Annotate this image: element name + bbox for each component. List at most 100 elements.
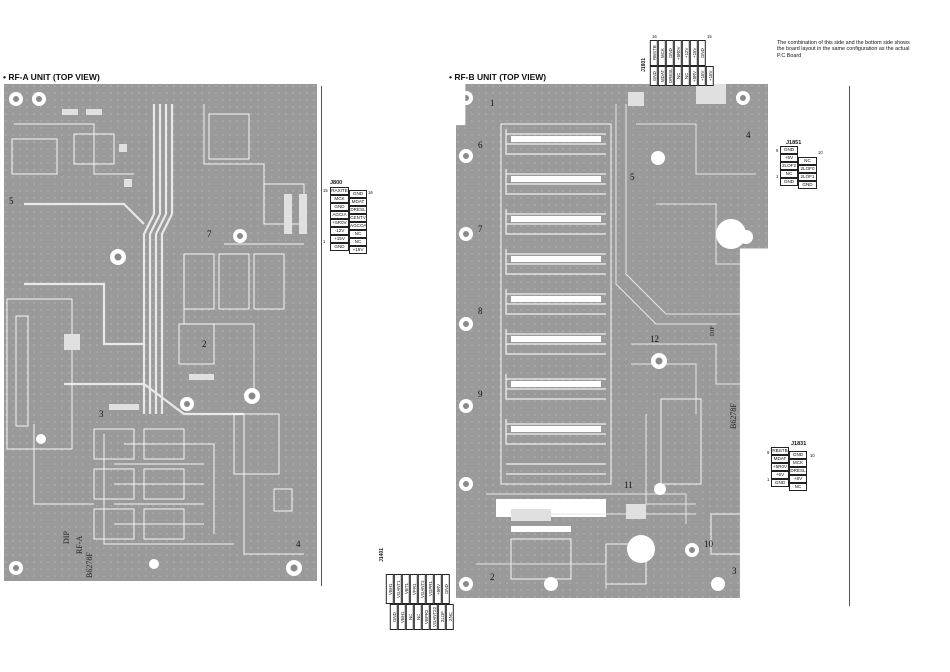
j1851-pin-left: 2LOF2 bbox=[780, 162, 798, 170]
rf-b-number-11: 11 bbox=[624, 480, 633, 490]
rf-b-board: B6278F RF-B DIP 1 2 3 4 5 6 7 8 9 10 11 … bbox=[456, 84, 768, 598]
j1851-pin-9: 9 bbox=[776, 148, 779, 153]
rf-b-number-9: 9 bbox=[478, 389, 483, 399]
j1831-pin-right: NC bbox=[789, 483, 807, 491]
rf-a-number-4: 4 bbox=[296, 539, 301, 549]
rf-b-number-14: 14 bbox=[830, 279, 839, 289]
j1401-pin-top: VGANT2 bbox=[418, 574, 426, 604]
j1801-pin-bottom: MDAT bbox=[658, 66, 666, 86]
j800-label: J800 bbox=[330, 180, 343, 186]
j1401-label: J1401 bbox=[379, 548, 385, 562]
rf-a-unit-title: • RF-A UNIT (TOP VIEW) bbox=[3, 72, 100, 82]
j1401-pin-top: VGANT1 bbox=[394, 574, 402, 604]
rf-a-trace-layer bbox=[4, 84, 317, 581]
j800-pin-right: +15V bbox=[349, 246, 367, 254]
j800-pin-right: MDAT bbox=[349, 198, 367, 206]
rf-a-board: RF-A B6278F DIP 2 3 4 5 7 bbox=[4, 84, 317, 581]
j1831-label: J1831 bbox=[791, 441, 807, 447]
rf-b-ruler bbox=[849, 86, 850, 606]
rf-a-silk-code: B6278F bbox=[85, 552, 94, 578]
j1401-pin-bottom: VBH1 bbox=[398, 604, 406, 630]
rf-b-number-3: 3 bbox=[732, 566, 737, 576]
rf-b-number-10: 10 bbox=[704, 539, 713, 549]
j1801-pin-top: RBSTB bbox=[650, 40, 658, 66]
j1801-pin-bottom: +15V bbox=[706, 66, 714, 86]
j1851-pin-10: 10 bbox=[818, 150, 823, 155]
j1851-pin-right: 2LOF1 bbox=[798, 173, 817, 181]
j1401-pin-top: VBT1 bbox=[402, 574, 410, 604]
j1831-pin-9: 9 bbox=[767, 450, 770, 455]
j1801-pin-top: GND bbox=[698, 40, 706, 66]
j1831-pin-right: MCK bbox=[789, 459, 807, 467]
j1401-pin-bottom: NC bbox=[414, 604, 422, 630]
j800-pin-right: NC bbox=[349, 230, 367, 238]
rf-b-number-7: 7 bbox=[478, 224, 483, 234]
j800-pin-right: CENTV bbox=[349, 214, 367, 222]
j800-pin-left: MCK bbox=[330, 195, 349, 203]
j1801-pin-15: 15 bbox=[707, 34, 712, 39]
rf-a-number-3: 3 bbox=[99, 409, 104, 419]
j1851-pin-right: NC bbox=[798, 157, 817, 165]
j1851-pin-left: +5V bbox=[780, 154, 798, 162]
j1851-pin-right: 2LOF0 bbox=[798, 165, 817, 173]
j1831-pin-left: GND bbox=[771, 479, 789, 487]
rf-b-unit-title: • RF-B UNIT (TOP VIEW) bbox=[449, 72, 547, 82]
rf-b-number-4: 4 bbox=[746, 130, 751, 140]
j800-pin-left: GND bbox=[330, 243, 349, 251]
rf-b-number-2: 2 bbox=[490, 572, 495, 582]
rf-b-number-12: 12 bbox=[650, 334, 659, 344]
j800-pin-left: -12V bbox=[330, 227, 349, 235]
j1851-label: J1851 bbox=[786, 140, 802, 146]
board-layout-note: The combination of this side and the bot… bbox=[777, 40, 910, 59]
j1401-pin-top: GND bbox=[442, 574, 450, 604]
j800-pin-1: 1 bbox=[323, 239, 326, 244]
j1851-pin-left: NC bbox=[780, 170, 798, 178]
j800-pin-right: NC bbox=[349, 238, 367, 246]
j800-pin-right: GND bbox=[349, 190, 367, 198]
j1831-pin-right: DRESL bbox=[789, 467, 807, 475]
j1801-pin-bottom: +15V bbox=[698, 66, 706, 86]
rf-b-silk-code: B6278F bbox=[729, 403, 738, 429]
j800-pin-left: AGCIA bbox=[330, 211, 349, 219]
j1801-pin-16: 16 bbox=[652, 34, 657, 39]
j1801-pin-bottom: +5RV bbox=[690, 66, 698, 86]
j1851-pin-right: GND bbox=[798, 181, 817, 189]
j1801-pin-bottom: NC bbox=[682, 66, 690, 86]
j1801-pin-top: +5R0V bbox=[674, 40, 682, 66]
rf-b-silk-dip: DIP bbox=[710, 326, 716, 336]
j1831-pin-left: RBSTB bbox=[771, 447, 789, 455]
j1401-pin-top: +5RV bbox=[434, 574, 442, 604]
rf-a-number-7: 7 bbox=[207, 229, 212, 239]
rf-a-number-5: 5 bbox=[9, 196, 14, 206]
j1801-pin-top: GND bbox=[666, 40, 674, 66]
j800-pin-left: +5R0V bbox=[330, 219, 349, 227]
j1801-label: J1801 bbox=[641, 58, 647, 72]
rf-a-number-2: 2 bbox=[202, 339, 207, 349]
j1831-pin-10: 10 bbox=[810, 453, 815, 458]
j1801-pin-top: MCK bbox=[658, 40, 666, 66]
j1801-pin-bottom: NC bbox=[674, 66, 682, 86]
j1401-pin-top: VBH1 bbox=[386, 574, 394, 604]
j800-pin-left: +15V bbox=[330, 235, 349, 243]
j1401-pin-bottom: 2NC bbox=[446, 604, 454, 630]
rf-b-trace-layer bbox=[456, 84, 768, 598]
rf-b-number-5: 5 bbox=[630, 172, 635, 182]
j800-pin-left: GND bbox=[330, 203, 349, 211]
rf-b-silk-name: RF-B bbox=[739, 396, 748, 414]
j1401-pin-bottom: NC bbox=[406, 604, 414, 630]
j1831-pin-left: +5V bbox=[771, 471, 789, 479]
j1401-pin-bottom: GND bbox=[390, 604, 398, 630]
j1401-pin-bottom: VGANT22 bbox=[430, 604, 438, 630]
j800-pin-15: 15 bbox=[323, 188, 328, 193]
rf-b-number-13: 13 bbox=[813, 402, 822, 412]
j1401-pin-top: VPR1 bbox=[410, 574, 418, 604]
j1831-pin-left: +5R0V bbox=[771, 463, 789, 471]
j1831-pin-right: +8V bbox=[789, 475, 807, 483]
rf-b-number-1: 1 bbox=[490, 98, 495, 108]
j800-pin-16: 16 bbox=[368, 190, 373, 195]
j1851-pin-left: GND bbox=[780, 178, 798, 186]
rf-b-number-8: 8 bbox=[478, 306, 483, 316]
j1831-pin-1: 1 bbox=[767, 477, 770, 482]
rf-b-number-6: 6 bbox=[478, 140, 483, 150]
rf-a-ruler bbox=[321, 86, 322, 586]
